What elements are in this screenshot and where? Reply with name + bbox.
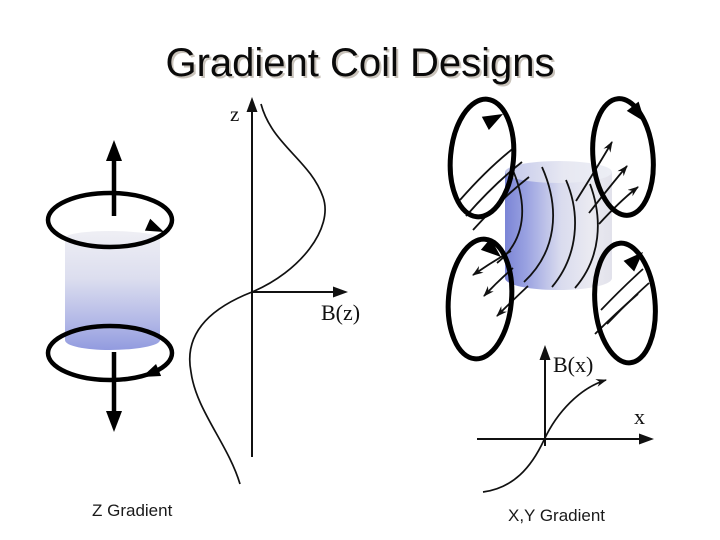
bz-field-plot: z B(z) (188, 97, 360, 485)
field-arrow-top-right-2 (588, 165, 628, 214)
xy-loop-top-right-arrowhead (626, 101, 645, 122)
bx-field-curve (482, 379, 607, 493)
xy-coil-cylinder-body (505, 172, 612, 290)
xy-loop-bottom-right-arrowhead (623, 252, 643, 272)
field-line-top-left-2 (465, 161, 523, 217)
z-coil-axis-arrow-up-head (106, 140, 122, 161)
field-arrow-bottom-left-1 (472, 250, 512, 276)
field-line-right-2 (574, 183, 599, 289)
xy-coil-loop-top-right (590, 96, 656, 218)
bx-plot-y-axis-label: B(x) (553, 352, 593, 377)
z-coil-loop-bottom-current-arrowhead (142, 363, 162, 377)
xy-gradient-coil-diagram (445, 96, 658, 366)
z-coil-loop-top (45, 190, 175, 250)
xy-coil-cylinder-top (505, 161, 612, 183)
z-coil-loop-top-current-arrowhead (144, 218, 164, 232)
z-coil-axis-arrow-down-head (106, 411, 122, 432)
field-arrow-top-right-3 (598, 186, 639, 225)
xy-loop-bottom-left-arrowhead (480, 238, 501, 257)
xy-coil-loop-bottom-right (592, 240, 658, 366)
bx-plot-x-axis-label: x (634, 404, 645, 429)
bz-plot-x-axis-label: B(z) (321, 300, 360, 325)
z-gradient-coil-diagram (45, 140, 175, 432)
field-line-right-1 (551, 179, 576, 288)
xy-loop-top-left-arrowhead (481, 114, 503, 131)
slide-title: Gradient Coil Designs (165, 41, 555, 85)
bz-plot-b-axis-arrowhead (333, 286, 348, 298)
bz-plot-y-axis-label: z (230, 102, 239, 126)
z-coil-cylinder (65, 231, 160, 350)
xy-coil-loop-top-left (447, 96, 517, 220)
z-gradient-caption: Z Gradient (92, 501, 173, 520)
bz-plot-z-axis-arrowhead (246, 97, 258, 112)
bx-plot-b-axis-arrowhead (539, 345, 551, 360)
field-line-bottom-right-1 (600, 268, 644, 311)
z-coil-loop-bottom (45, 323, 175, 383)
bx-field-plot: B(x) x (477, 345, 654, 493)
bx-plot-x-axis-arrowhead (639, 433, 654, 445)
field-line-top-left-1 (459, 146, 516, 201)
bz-field-curve (188, 103, 326, 485)
xy-coil-loop-bottom-left (445, 236, 515, 362)
xy-gradient-caption: X,Y Gradient (508, 506, 606, 525)
field-line-left-2 (523, 166, 554, 283)
